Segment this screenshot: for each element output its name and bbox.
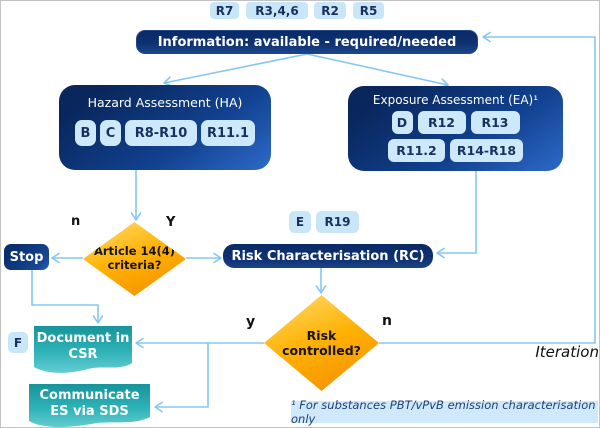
footnote: ¹ For substances PBT/vPvB emission chara… — [291, 398, 598, 426]
article-yes-label: Y — [166, 215, 176, 230]
arrow-risk-yes-to-communicate — [154, 343, 209, 413]
arrow-exposure-to-rc — [436, 171, 477, 259]
arrow-info-to-exposure — [306, 53, 449, 89]
chip-r11-1: R11.1 — [201, 120, 255, 146]
chip-r19: R19 — [316, 211, 359, 233]
chip-r14-r18: R14-R18 — [450, 139, 523, 162]
stop-box: Stop — [4, 244, 49, 270]
exposure-chip-row-1: D R12 R13 — [348, 111, 563, 134]
hazard-assessment-box: Hazard Assessment (HA) B C R8-R10 R11.1 — [59, 85, 271, 170]
arrow-info-to-hazard — [163, 53, 308, 87]
chip-r8-r10: R8-R10 — [125, 120, 197, 146]
chip-c: C — [100, 120, 121, 146]
article-no-label: n — [71, 214, 81, 229]
chip-r5: R5 — [353, 2, 384, 19]
chip-r11-2: R11.2 — [388, 139, 445, 162]
risk-yes-label: y — [246, 314, 256, 330]
document-in-csr-box: Document in CSR — [34, 326, 132, 373]
hazard-chip-row: B C R8-R10 R11.1 — [59, 120, 271, 146]
chip-r346: R3,4,6 — [246, 2, 308, 19]
chip-e: E — [289, 211, 311, 233]
risk-characterisation-bar: Risk Characterisation (RC) — [223, 244, 433, 268]
arrow-stop-to-document — [31, 270, 104, 324]
exposure-chip-row-2: R11.2 R14-R18 — [348, 139, 563, 162]
chip-r12: R12 — [417, 111, 466, 134]
arrow-iteration-loop-to-info — [379, 31, 596, 344]
hazard-assessment-title: Hazard Assessment (HA) — [87, 95, 243, 110]
communicate-es-sds-box: Communicate ES via SDS — [29, 384, 150, 428]
chip-r13: R13 — [470, 111, 520, 134]
exposure-assessment-box: Exposure Assessment (EA)¹ D R12 R13 R11.… — [348, 86, 563, 171]
chip-r7: R7 — [210, 2, 239, 19]
chip-d: D — [391, 111, 413, 134]
risk-no-label: n — [382, 313, 392, 329]
chip-f: F — [8, 332, 28, 353]
iteration-label: Iteration — [535, 343, 599, 361]
chip-r2: R2 — [314, 2, 346, 19]
information-bar: Information: available - required/needed — [136, 30, 478, 54]
chip-b: B — [75, 120, 96, 146]
exposure-assessment-title: Exposure Assessment (EA)¹ — [372, 93, 539, 107]
